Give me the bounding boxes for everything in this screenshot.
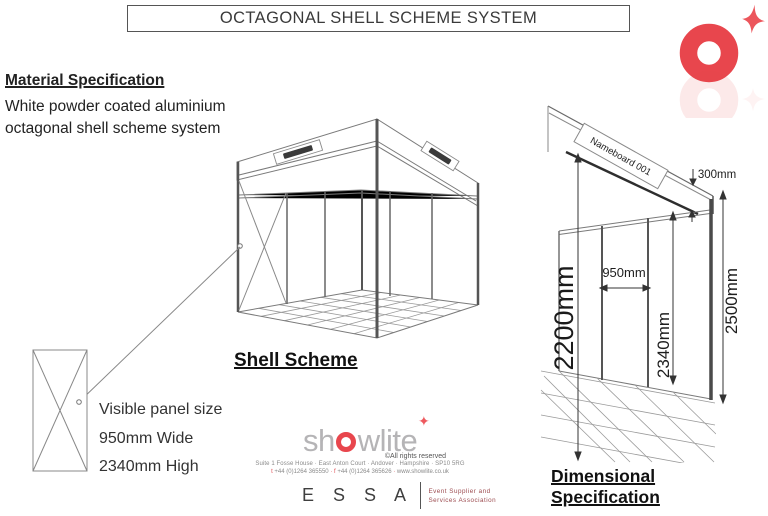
nameboard-left [272, 139, 324, 165]
page-title-text: OCTAGONAL SHELL SCHEME SYSTEM [219, 9, 538, 27]
leader-anchor [237, 243, 243, 249]
nameboard-right [420, 140, 460, 172]
essa-divider [420, 482, 422, 509]
separator-dot2: · [393, 469, 396, 475]
shell-scheme-drawing [32, 118, 480, 472]
leader-anchor-panel [76, 399, 82, 405]
separator-dot: · [330, 469, 333, 475]
panel-size-line3: 2340mm High [99, 458, 199, 475]
essa-tagline-1: Event Supplier and [428, 487, 491, 495]
floor-grid [258, 292, 462, 335]
corner-posts [236, 119, 480, 338]
dim-950mm: 950mm [602, 265, 645, 280]
showlite-logo-icon [679, 4, 765, 118]
panel-size-line2: 950mm Wide [99, 429, 194, 447]
dim-2500mm: 2500mm [722, 268, 741, 334]
essa-logo: E S S A Event Supplier and Services Asso… [302, 482, 496, 509]
tel-prefix: t [271, 469, 273, 475]
fax-prefix: f [332, 469, 336, 475]
leader-line [78, 246, 241, 403]
page-title: OCTAGONAL SHELL SCHEME SYSTEM [127, 5, 630, 32]
dimensional-specification-label: Dimensional Specification [551, 466, 660, 507]
dimension-lines [574, 152, 727, 462]
material-specification: Material Specification White powder coat… [5, 70, 226, 140]
essa-tagline: Event Supplier and Services Association [428, 487, 496, 505]
dim-2200mm: 2200mm [549, 265, 579, 370]
material-spec-line1: White powder coated aluminium [5, 98, 226, 115]
wall-top-edges [238, 189, 478, 200]
material-spec-line2: octagonal shell scheme system [5, 120, 221, 137]
material-spec-heading: Material Specification [5, 72, 165, 89]
sparkle-icon [742, 4, 765, 34]
wall-perspective [558, 199, 713, 400]
sparkle-reflection [742, 88, 765, 112]
tel-number: +44 (0)1264 365550 [272, 469, 331, 475]
fax-number: +44 (0)1264 365626 [335, 469, 394, 475]
contact-line: t +44 (0)1264 365550 · f +44 (0)1264 365… [240, 469, 480, 475]
wordmark-sh: sh [303, 423, 335, 458]
dim-300mm: 300mm [698, 169, 736, 181]
website-text: www.showlite.co.uk [395, 469, 449, 475]
dimensional-drawing: Nameboard 001 [540, 105, 741, 463]
panel-joints [286, 191, 433, 304]
wordmark-sparkle-icon: ✦ [418, 413, 430, 429]
wordmark-o-ring-icon [336, 432, 357, 452]
copyright-text: ©All rights reserved [384, 453, 446, 460]
address-line: Suite 1 Fosse House · East Anton Court ·… [255, 461, 465, 467]
panel-size-line1: Visible panel size [99, 401, 223, 418]
x-brace-panel [238, 180, 287, 311]
wordmark-wlite: wlite [357, 423, 418, 458]
essa-letters: E S S A [302, 485, 414, 505]
fascia-perspective: Nameboard 001 [547, 105, 714, 216]
shell-scheme-label: Shell Scheme [234, 350, 358, 371]
logo-reflection [679, 70, 739, 118]
panel-size-info: Visible panel size 950mm Wide 2340mm Hig… [99, 396, 222, 482]
essa-tagline-2: Services Association [428, 496, 497, 504]
logo-ring-icon [679, 23, 739, 83]
floor-grid-perspective [540, 370, 716, 463]
panel-sample-drawing [32, 349, 88, 472]
dim-2340mm: 2340mm [654, 312, 673, 378]
